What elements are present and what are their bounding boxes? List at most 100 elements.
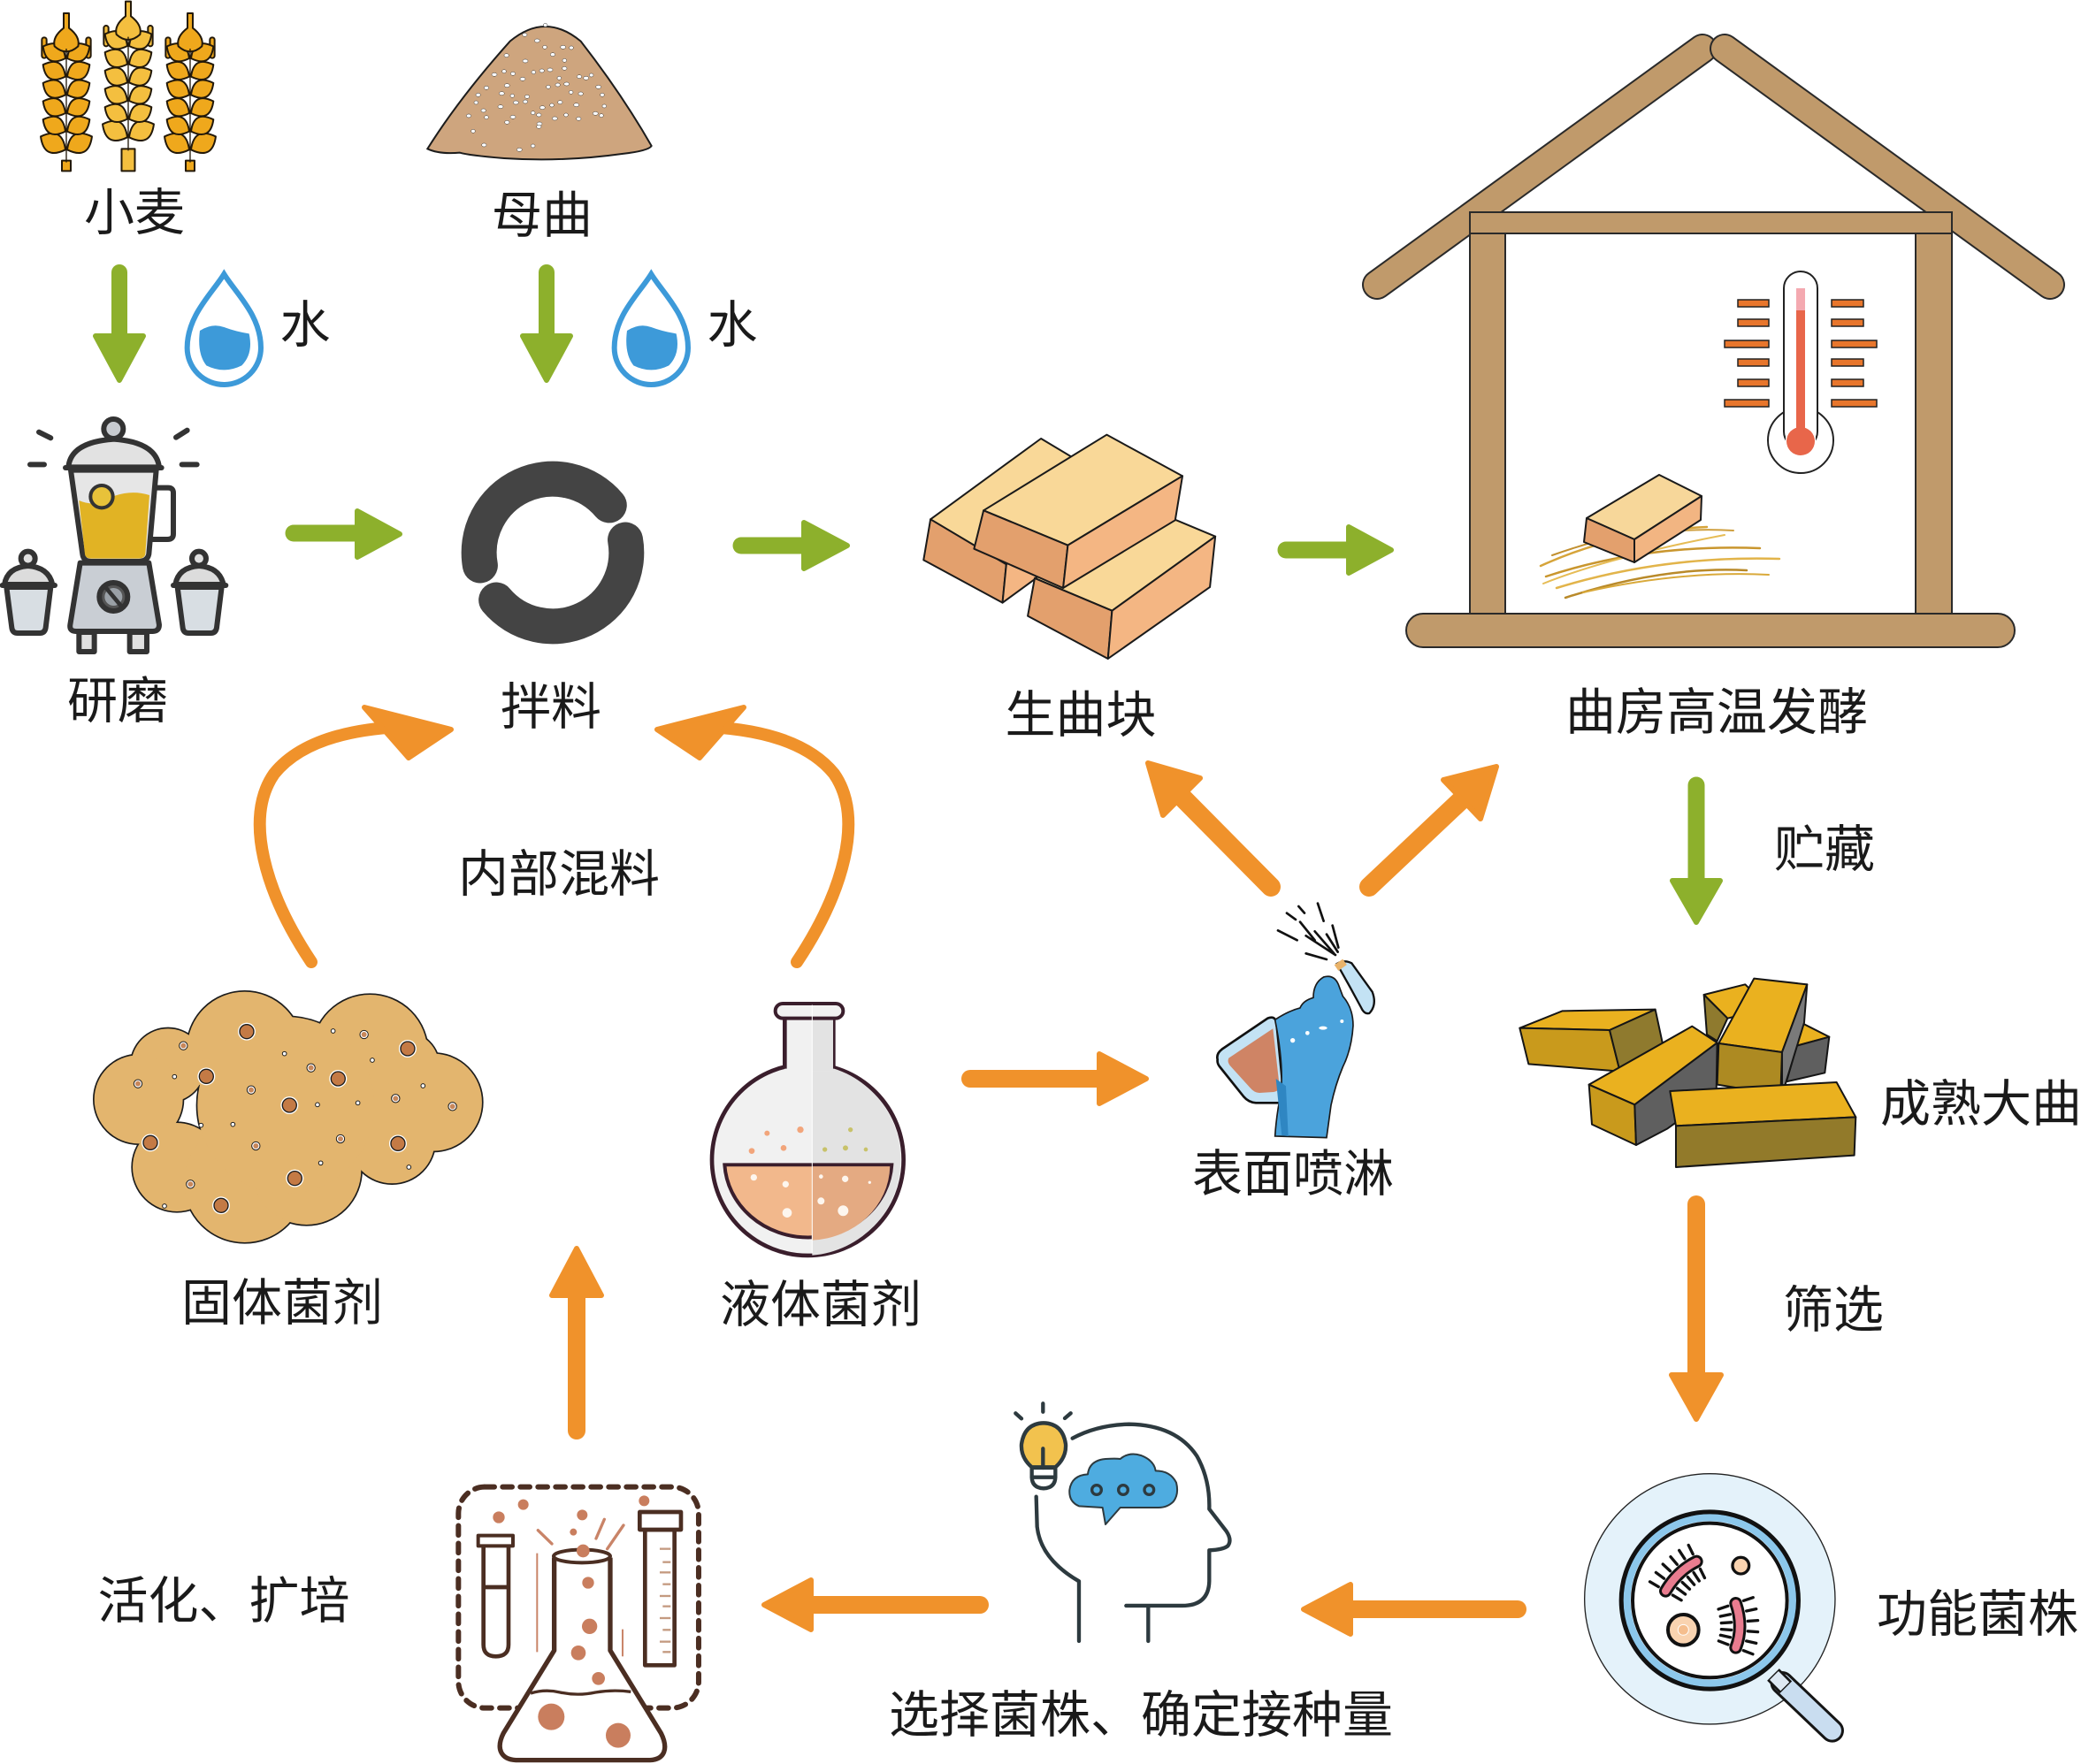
flask-bubble [868,1180,871,1184]
thought-dot [1143,1483,1156,1496]
arrow-spray-to-qu-room [1359,764,1499,897]
granule-tiny [172,1073,178,1080]
flagellum [1698,1567,1707,1580]
pile-speck [497,104,504,109]
label-functional-strains: 功能菌株 [1877,1585,2078,1644]
granule-large [281,1097,297,1113]
pile-speck [555,82,561,88]
wheat-grain [65,132,93,154]
wheat-grain [65,79,91,99]
granule-large [142,1134,158,1150]
flask-neck-shade [812,1014,835,1072]
flask-bubble [817,1197,825,1205]
granule-small [308,1065,314,1071]
nozzle-tip [1334,958,1347,971]
pile-speck [513,100,519,105]
flask-bubble [863,1147,868,1152]
jar-handle [146,485,176,542]
label-raw-qu-block: 生曲块 [1006,686,1157,745]
heat-bar [1737,318,1770,327]
wheat-icon [40,0,217,172]
curved-arrow-liquid-to-mixing [654,705,855,968]
round-flask-icon [709,1001,906,1258]
pile-speck [562,58,567,63]
bacteria-flagella [1648,1543,1760,1656]
arrow-spray-to-raw-blocks [1145,760,1281,897]
flagellum [1741,1649,1755,1656]
culture-bubble [577,1509,588,1521]
arrow-mature-to-strains [1669,1195,1724,1422]
label-water: 水 [280,296,331,355]
wheat-grain [42,79,66,99]
mist-line [1304,951,1328,961]
arrow-wheat-to-grinding [93,264,146,383]
lens-blue-ring [1623,1514,1796,1687]
head-idea-icon [1014,1401,1232,1644]
pile-speck [522,58,529,64]
pile-speck [577,74,582,79]
flagellum [1718,1633,1733,1639]
water-drop-icon [184,269,264,387]
culture-bubble [582,1577,594,1589]
arrow-head [761,1577,814,1632]
pile-speck [539,68,545,73]
pile-speck [563,81,570,87]
wheat-grain [189,132,217,154]
granule-large [330,1071,346,1087]
magnifier-handle [1772,1673,1841,1740]
water-drop-icon [611,269,691,387]
wheat-grain [189,60,215,80]
test-tube [481,1546,511,1659]
brick-side [1780,983,1809,1096]
arrow-lab-to-inoculants [549,1246,604,1439]
motion-ray [35,429,54,441]
wheat-grain [65,115,91,135]
bottle-liquid [1228,1028,1280,1093]
wheat-grain [65,97,91,118]
arrow-head [1669,1372,1724,1422]
pile-speck [466,113,471,118]
bubble-ray [594,1517,606,1540]
arrow-head [520,333,573,383]
pile-speck [484,115,489,119]
pile-speck [549,103,555,108]
pile-speck [481,142,487,148]
spray-bottle-icon [1216,902,1375,1139]
culture-bubbles [493,1495,650,1748]
granule-tiny [162,1203,167,1209]
pile-speck [573,103,579,107]
wheat-grain [164,132,190,154]
granule-small [361,1031,367,1037]
thought-dot [1116,1483,1129,1496]
granule-tiny [318,1160,324,1166]
label-qu-room-fermentation: 曲房高温发酵 [1565,683,1868,742]
glove-highlight [1304,1030,1310,1035]
heat-bar [1831,378,1864,387]
granule-cloud-fill [94,1055,183,1144]
flagellum [1717,1604,1730,1611]
spore-core [1677,1623,1689,1636]
granule-tiny [230,1121,236,1127]
left-wall [1469,233,1506,616]
brick-front [1674,1116,1857,1168]
flagellum [1744,1607,1758,1613]
wheat-grain [42,97,66,118]
mist-line [1331,924,1340,949]
blender-foot [126,629,149,654]
culture-bubble [581,1618,598,1634]
flagellum [1675,1586,1687,1596]
wheat-tip [115,0,142,41]
label-surface-spraying: 表面喷淋 [1192,1145,1394,1203]
label-water: 水 [708,296,758,355]
drop-water [626,325,678,370]
roof-right [1711,35,2063,298]
label-mature-daqu: 成熟大曲 [1880,1075,2081,1134]
pile-speck [531,111,536,115]
heat-bars [1724,299,1878,408]
heat-bar [1737,299,1770,308]
flagellum [1687,1543,1695,1556]
heat-bar [1831,340,1878,348]
wheat-stem [120,148,136,172]
wheat-grain [40,132,66,154]
arrow-shaft [702,721,855,968]
